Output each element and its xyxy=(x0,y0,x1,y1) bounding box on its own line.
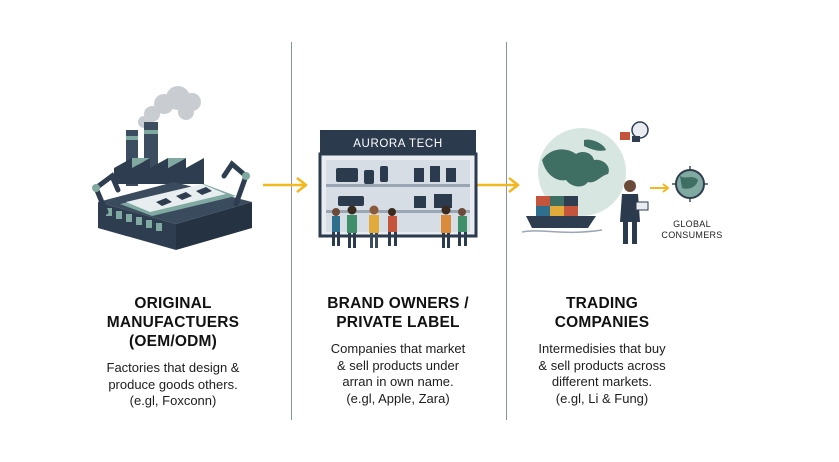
divider-left xyxy=(291,42,292,420)
column-trading-companies: TRADING COMPANIES Intermedisies that buy… xyxy=(487,294,717,407)
column-oem: ORIGINAL MANUFACTUERS (OEM/ODM) Factorie… xyxy=(58,294,288,410)
column-description: Factories that design & produce goods ot… xyxy=(106,360,240,408)
divider-right xyxy=(506,42,507,420)
global-consumers-label: GLOBAL CONSUMERS xyxy=(661,219,723,240)
column-description: Companies that market & sell products un… xyxy=(330,341,466,406)
column-title: TRADING COMPANIES xyxy=(554,295,650,331)
storefront-icon: AURORA TECH xyxy=(318,130,478,248)
column-title: BRAND OWNERS / PRIVATE LABEL xyxy=(327,295,469,331)
arrow-right-icon xyxy=(475,176,520,194)
store-sign: AURORA TECH xyxy=(353,138,442,150)
world-trade-icon xyxy=(522,121,708,244)
arrow-right-icon xyxy=(263,176,308,194)
column-brand-owners: BRAND OWNERS / PRIVATE LABEL Companies t… xyxy=(283,294,513,407)
factory-icon xyxy=(92,86,252,250)
column-title: ORIGINAL MANUFACTUERS (OEM/ODM) xyxy=(106,295,240,350)
column-description: Intermedisies that buy & sell products a… xyxy=(538,341,666,406)
